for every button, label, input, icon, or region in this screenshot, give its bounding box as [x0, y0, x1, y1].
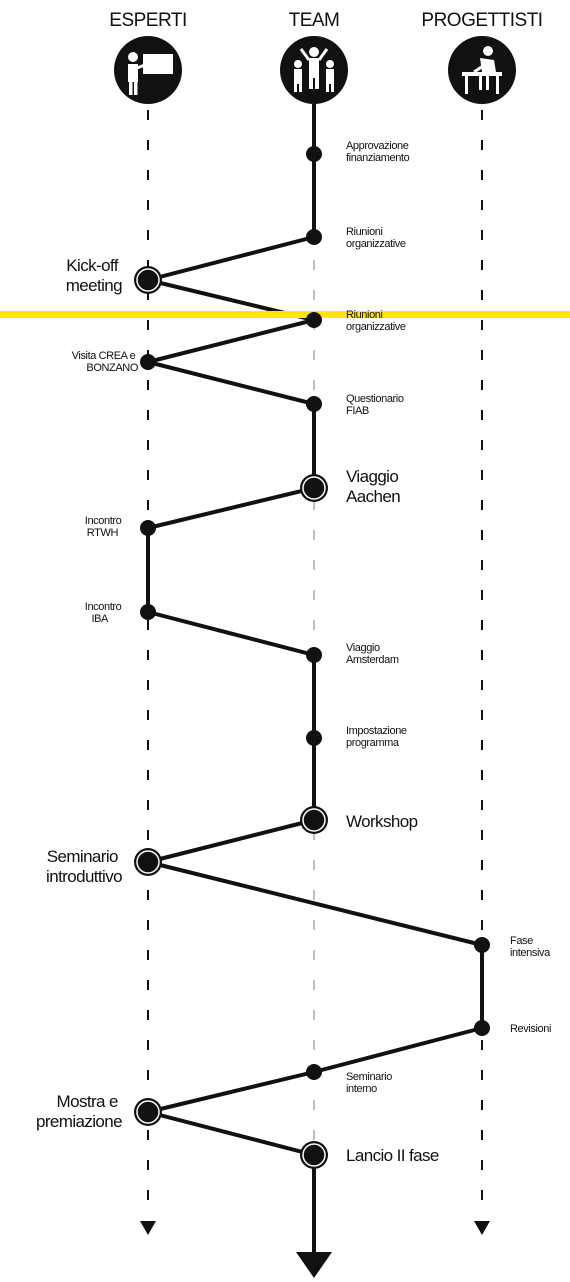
svg-text:Questionario FIAB: Questionario FIAB: [346, 393, 406, 417]
group-people-icon: [280, 36, 348, 104]
event-label: Viaggio: [346, 642, 380, 654]
event-label: Amsterdam: [346, 654, 399, 666]
event-label: BONZANO: [86, 362, 138, 374]
event-fase-intensiva: Fase intensiva: [474, 935, 551, 959]
event-riunioni-2: Riunioni organizzative: [306, 309, 406, 333]
event-label: Incontro: [85, 515, 122, 527]
event-label: FIAB: [346, 405, 369, 417]
event-questionario: Questionario FIAB: [306, 393, 406, 417]
svg-text:Fase intensiva: Fase intensiva: [510, 935, 551, 959]
event-label: Workshop: [346, 812, 418, 831]
event-incontro-rtwh: Incontro RTWH: [85, 515, 156, 539]
svg-text:Incontro RTWH: Incontro RTWH: [85, 515, 124, 539]
event-approvazione: Approvazione finanziamento: [306, 140, 411, 164]
event-label: Seminario: [47, 847, 118, 866]
svg-text:Seminario interno: Seminario interno: [346, 1071, 395, 1095]
event-label: Viaggio: [346, 467, 398, 486]
event-label: organizzative: [346, 238, 406, 250]
svg-text:Viaggio Aachen: Viaggio Aachen: [346, 467, 402, 506]
arrow-down-progettisti-icon: [474, 1221, 490, 1235]
event-riunioni-1: Riunioni organizzative: [306, 226, 406, 250]
svg-text:Kick-off meeting: Kick-off meeting: [66, 256, 122, 295]
event-label: Incontro: [85, 601, 122, 613]
event-seminario-introduttivo: Seminario introduttivo: [46, 847, 162, 886]
highlight-bar: [0, 311, 570, 318]
event-label: intensiva: [510, 947, 551, 959]
event-label: Riunioni: [346, 309, 383, 321]
event-label: Aachen: [346, 487, 400, 506]
event-kickoff: Kick-off meeting: [66, 256, 162, 295]
column-header-esperti: ESPERTI: [109, 10, 186, 31]
designer-desk-icon: [448, 36, 516, 104]
event-label: Seminario: [346, 1071, 392, 1083]
svg-text:Mostra e premiazione: Mostra e premiazione: [36, 1092, 122, 1131]
event-label: programma: [346, 737, 400, 749]
event-mostra: Mostra e premiazione: [36, 1092, 162, 1131]
svg-text:Incontro IBA: Incontro IBA: [85, 601, 124, 625]
event-lancio: Lancio II fase: [300, 1141, 439, 1169]
event-label: Riunioni: [346, 226, 383, 238]
event-label: IBA: [91, 613, 109, 625]
event-label: introduttivo: [46, 867, 122, 886]
event-label: RTWH: [87, 527, 119, 539]
column-header-team: TEAM: [289, 10, 340, 31]
svg-text:Visita CREA e BONZANO: Visita CREA e BONZANO: [72, 350, 139, 374]
event-label: interno: [346, 1083, 377, 1095]
event-workshop: Workshop: [300, 806, 418, 834]
event-viaggio-aachen: Viaggio Aachen: [300, 467, 402, 506]
svg-text:Riunioni organizzative: Riunioni organizzative: [346, 226, 406, 250]
event-label: finanziamento: [346, 152, 410, 164]
svg-text:Riunioni organizzative: Riunioni organizzative: [346, 309, 406, 333]
arrow-down-team-icon: [296, 1252, 332, 1278]
svg-text:Viaggio Amsterdam: Viaggio Amsterdam: [346, 642, 399, 666]
event-seminario-interno: Seminario interno: [306, 1064, 395, 1095]
event-label: premiazione: [36, 1112, 122, 1131]
event-label: meeting: [66, 276, 122, 295]
event-label: organizzative: [346, 321, 406, 333]
event-label: Questionario: [346, 393, 404, 405]
column-header-progettisti: PROGETTISTI: [421, 10, 542, 31]
svg-text:Impostazione programma: Impostazione programma: [346, 725, 409, 749]
event-visita-crea: Visita CREA e BONZANO: [72, 350, 156, 374]
event-label: Kick-off: [66, 256, 118, 275]
event-incontro-iba: Incontro IBA: [85, 601, 156, 625]
arrow-down-esperti-icon: [140, 1221, 156, 1235]
event-viaggio-amsterdam: Viaggio Amsterdam: [306, 642, 399, 666]
event-impostazione: Impostazione programma: [306, 725, 409, 749]
teacher-board-icon: [114, 36, 182, 104]
svg-text:Approvazione finanziamen: Approvazione finanziamento: [346, 140, 411, 164]
timeline-path: [146, 104, 484, 1255]
event-label: Fase: [510, 935, 533, 947]
event-label: Lancio II fase: [346, 1146, 439, 1165]
event-label: Approvazione: [346, 140, 409, 152]
event-revisioni: Revisioni: [474, 1020, 551, 1036]
svg-text:Seminario introduttivo: Seminario introduttivo: [46, 847, 122, 886]
event-label: Revisioni: [510, 1023, 551, 1035]
event-label: Visita CREA e: [72, 350, 136, 362]
event-label: Impostazione: [346, 725, 407, 737]
event-label: Mostra e: [57, 1092, 118, 1111]
